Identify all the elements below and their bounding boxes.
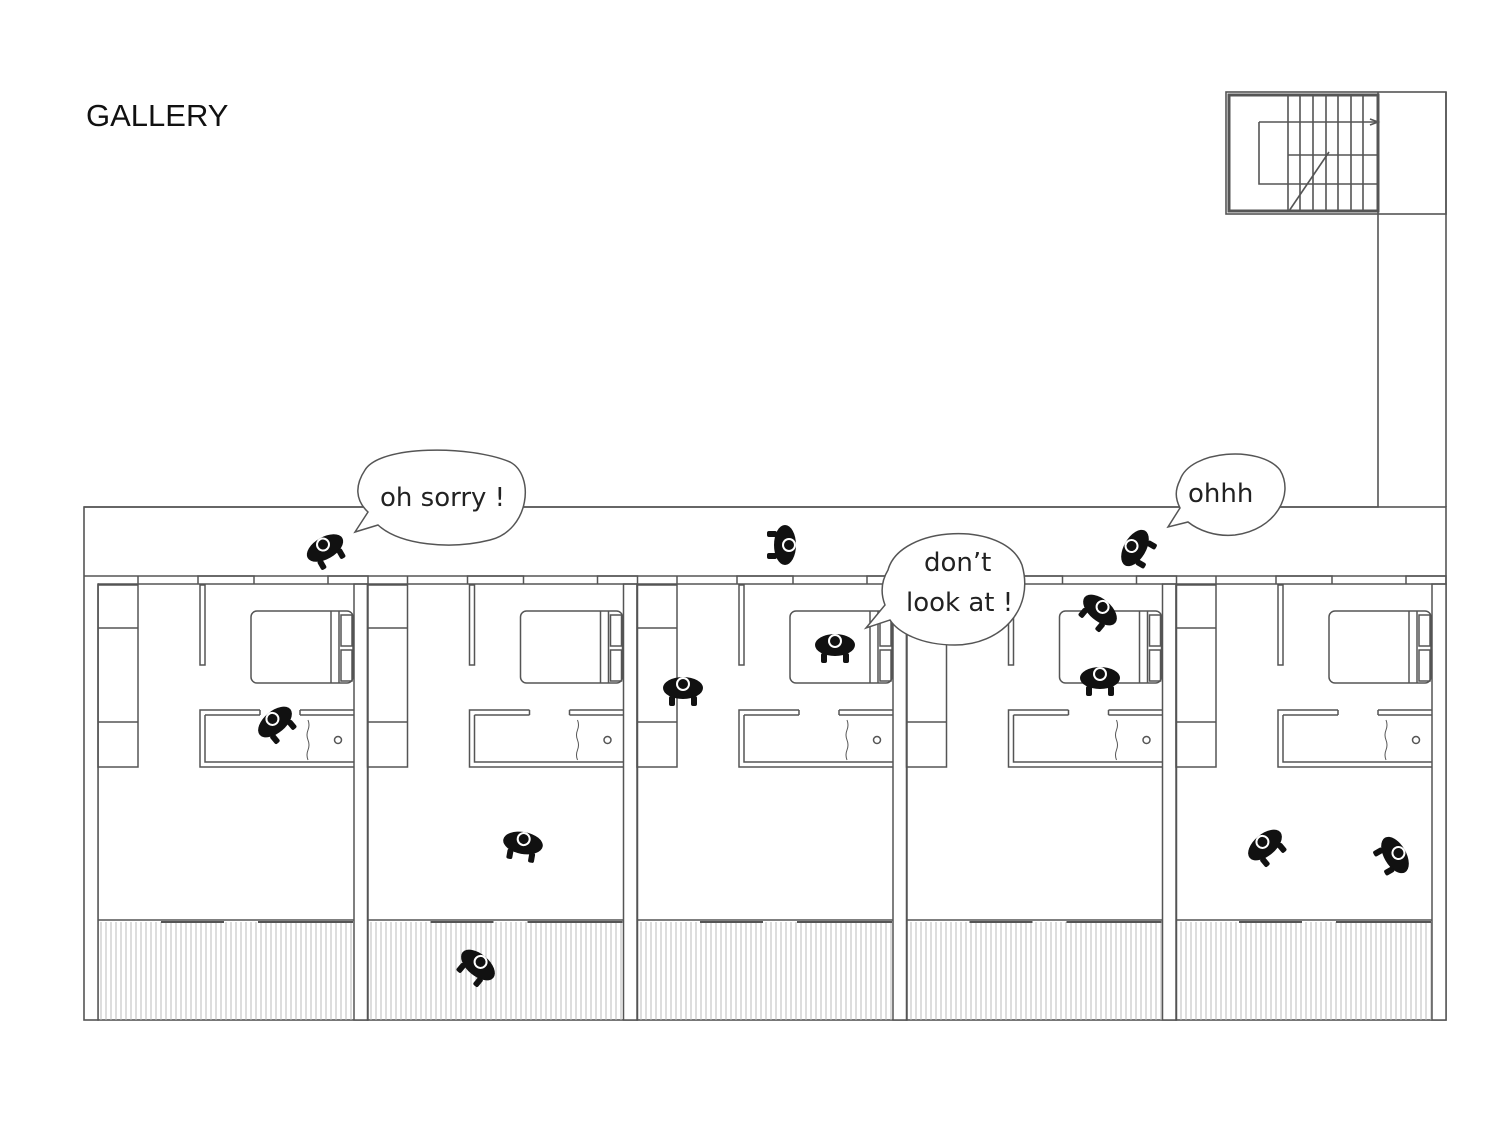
balcony [637,922,893,1020]
bathroom [738,709,893,768]
wardrobe [636,584,678,768]
apartment-unit [366,575,639,1021]
bed [519,610,624,684]
bathroom [1277,709,1432,768]
staircase [1225,91,1447,215]
bubble-text: ohhh [1188,479,1253,509]
drain [1411,735,1421,745]
speech-bubble-dont-look: don’t look at ! [863,532,1026,646]
plan-title: GALLERY [86,98,229,133]
apartment-unit [1175,575,1447,1021]
bubble-text: don’t [924,548,991,578]
person-figure-icon [815,634,855,663]
person-figure-icon [503,831,543,863]
balcony [98,922,354,1020]
person-figure-icon [767,525,796,565]
party-wall [1161,583,1178,1021]
bathroom [1007,709,1163,768]
speech-bubble-ohhh: ohhh [1166,453,1286,537]
bed [1328,610,1432,684]
drain [1142,735,1151,745]
person-figure-icon [456,949,495,987]
apartment-unit [905,575,1178,1021]
person-figure-icon [1248,829,1287,867]
party-wall [353,583,369,1021]
party-wall [892,583,908,1021]
person-figure-icon [306,534,346,570]
person-figure-icon [1373,836,1409,876]
bubble-text: look at ! [906,588,1013,618]
bathroom [199,709,354,768]
drain [872,735,882,745]
corridor-outline [84,92,1447,508]
wardrobe [1175,584,1217,768]
drain [333,735,343,745]
balcony [906,922,1163,1020]
party-wall [1431,583,1447,1021]
person-figure-icon [1080,667,1120,696]
person-figure-icon [663,677,703,706]
drain [603,735,612,745]
person-figure-icon [1121,529,1157,569]
apartment-unit [97,575,369,1021]
balcony [1176,922,1432,1020]
speech-bubble-oh-sorry: oh sorry ! [353,449,527,546]
bed [789,610,893,684]
bed [250,610,354,684]
bubble-text: oh sorry ! [380,483,505,513]
balcony [367,922,624,1020]
party-wall [622,583,639,1021]
apartment-unit [636,575,908,1021]
bathroom [468,709,624,768]
person-figure-icon [1078,594,1117,632]
wardrobe [97,584,139,768]
person-figure-icon [258,706,297,744]
wardrobe [366,584,409,768]
